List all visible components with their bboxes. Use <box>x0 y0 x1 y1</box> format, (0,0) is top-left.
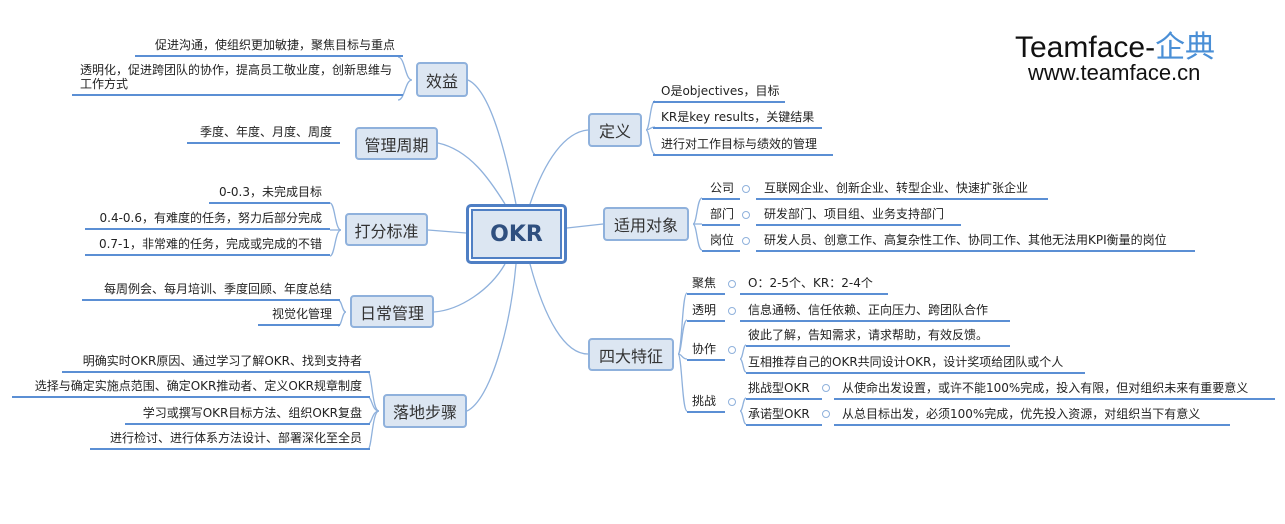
connector-dot-icon <box>728 307 736 315</box>
leaf-definition-2[interactable]: KR是key results，关键结果 <box>653 110 822 129</box>
leaf-definition-3[interactable]: 进行对工作目标与绩效的管理 <box>653 137 833 156</box>
challenge-type-committed[interactable]: 承诺型OKR <box>746 407 822 426</box>
leaf-scoring-1[interactable]: 0-0.3，未完成目标 <box>209 185 330 204</box>
connector-dot-icon <box>822 384 830 392</box>
node-daily[interactable]: 日常管理 <box>350 295 434 328</box>
feature-label-transparent[interactable]: 透明 <box>687 303 725 322</box>
leaf-steps-3[interactable]: 学习或撰写OKR目标方法、组织OKR复盘 <box>125 406 370 425</box>
connector-dot-icon <box>742 237 750 245</box>
feature-label-challenge[interactable]: 挑战 <box>687 394 725 413</box>
center-node-okr[interactable]: OKR <box>466 204 567 264</box>
scope-label-dept[interactable]: 部门 <box>702 207 740 226</box>
challenge-desc-stretch[interactable]: 从使命出发设置，或许不能100%完成，投入有限，但对组织未来有重要意义 <box>834 381 1275 400</box>
challenge-type-stretch[interactable]: 挑战型OKR <box>746 381 822 400</box>
node-definition[interactable]: 定义 <box>588 113 642 147</box>
scope-value-role[interactable]: 研发人员、创意工作、高复杂性工作、协同工作、其他无法用KPI衡量的岗位 <box>756 233 1195 252</box>
node-steps[interactable]: 落地步骤 <box>383 394 467 428</box>
feature-label-collab[interactable]: 协作 <box>687 342 725 361</box>
feature-value-focus[interactable]: O：2-5个、KR：2-4个 <box>740 276 888 295</box>
feature-value-collab-2[interactable]: 互相推荐自己的OKR共同设计OKR，设计奖项给团队或个人 <box>746 355 1085 374</box>
node-cycle[interactable]: 管理周期 <box>355 127 438 160</box>
leaf-steps-1[interactable]: 明确实时OKR原因、通过学习了解OKR、找到支持者 <box>62 354 370 373</box>
scope-label-company[interactable]: 公司 <box>702 181 740 200</box>
leaf-scoring-3[interactable]: 0.7-1，非常难的任务，完成或完成的不错 <box>85 237 330 256</box>
challenge-desc-committed[interactable]: 从总目标出发，必须100%完成，优先投入资源，对组织当下有意义 <box>834 407 1230 426</box>
node-benefit[interactable]: 效益 <box>416 62 468 97</box>
feature-value-collab-1[interactable]: 彼此了解，告知需求，请求帮助，有效反馈。 <box>746 328 1010 347</box>
leaf-benefit-2[interactable]: 透明化，促进跨团队的协作，提高员工敬业度，创新思维与工作方式 <box>72 63 403 96</box>
connector-dot-icon <box>728 346 736 354</box>
brand-url: www.teamface.cn <box>1028 60 1201 85</box>
feature-label-focus[interactable]: 聚焦 <box>687 276 725 295</box>
leaf-benefit-1[interactable]: 促进沟通，使组织更加敏捷，聚焦目标与重点 <box>135 38 403 57</box>
scope-value-company[interactable]: 互联网企业、创新企业、转型企业、快速扩张企业 <box>756 181 1048 200</box>
leaf-cycle-1[interactable]: 季度、年度、月度、周度 <box>187 125 340 144</box>
leaf-steps-4[interactable]: 进行检讨、进行体系方法设计、部署深化至全员 <box>90 431 370 450</box>
connector-dot-icon <box>728 398 736 406</box>
brand-logo: Teamface-企典 <box>1015 31 1216 64</box>
scope-value-dept[interactable]: 研发部门、项目组、业务支持部门 <box>756 207 961 226</box>
connector-dot-icon <box>728 280 736 288</box>
connector-dot-icon <box>742 211 750 219</box>
leaf-daily-1[interactable]: 每周例会、每月培训、季度回顾、年度总结 <box>82 282 340 301</box>
scope-label-role[interactable]: 岗位 <box>702 233 740 252</box>
feature-value-transparent[interactable]: 信息通畅、信任依赖、正向压力、跨团队合作 <box>740 303 1010 322</box>
connector-dot-icon <box>822 410 830 418</box>
leaf-scoring-2[interactable]: 0.4-0.6，有难度的任务，努力后部分完成 <box>85 211 330 230</box>
connector-dot-icon <box>742 185 750 193</box>
node-scope[interactable]: 适用对象 <box>603 207 689 241</box>
node-features[interactable]: 四大特征 <box>588 338 674 371</box>
node-scoring[interactable]: 打分标准 <box>345 213 428 246</box>
leaf-steps-2[interactable]: 选择与确定实施点范围、确定OKR推动者、定义OKR规章制度 <box>12 379 370 398</box>
leaf-definition-1[interactable]: O是objectives，目标 <box>653 84 785 103</box>
leaf-daily-2[interactable]: 视觉化管理 <box>258 307 340 326</box>
